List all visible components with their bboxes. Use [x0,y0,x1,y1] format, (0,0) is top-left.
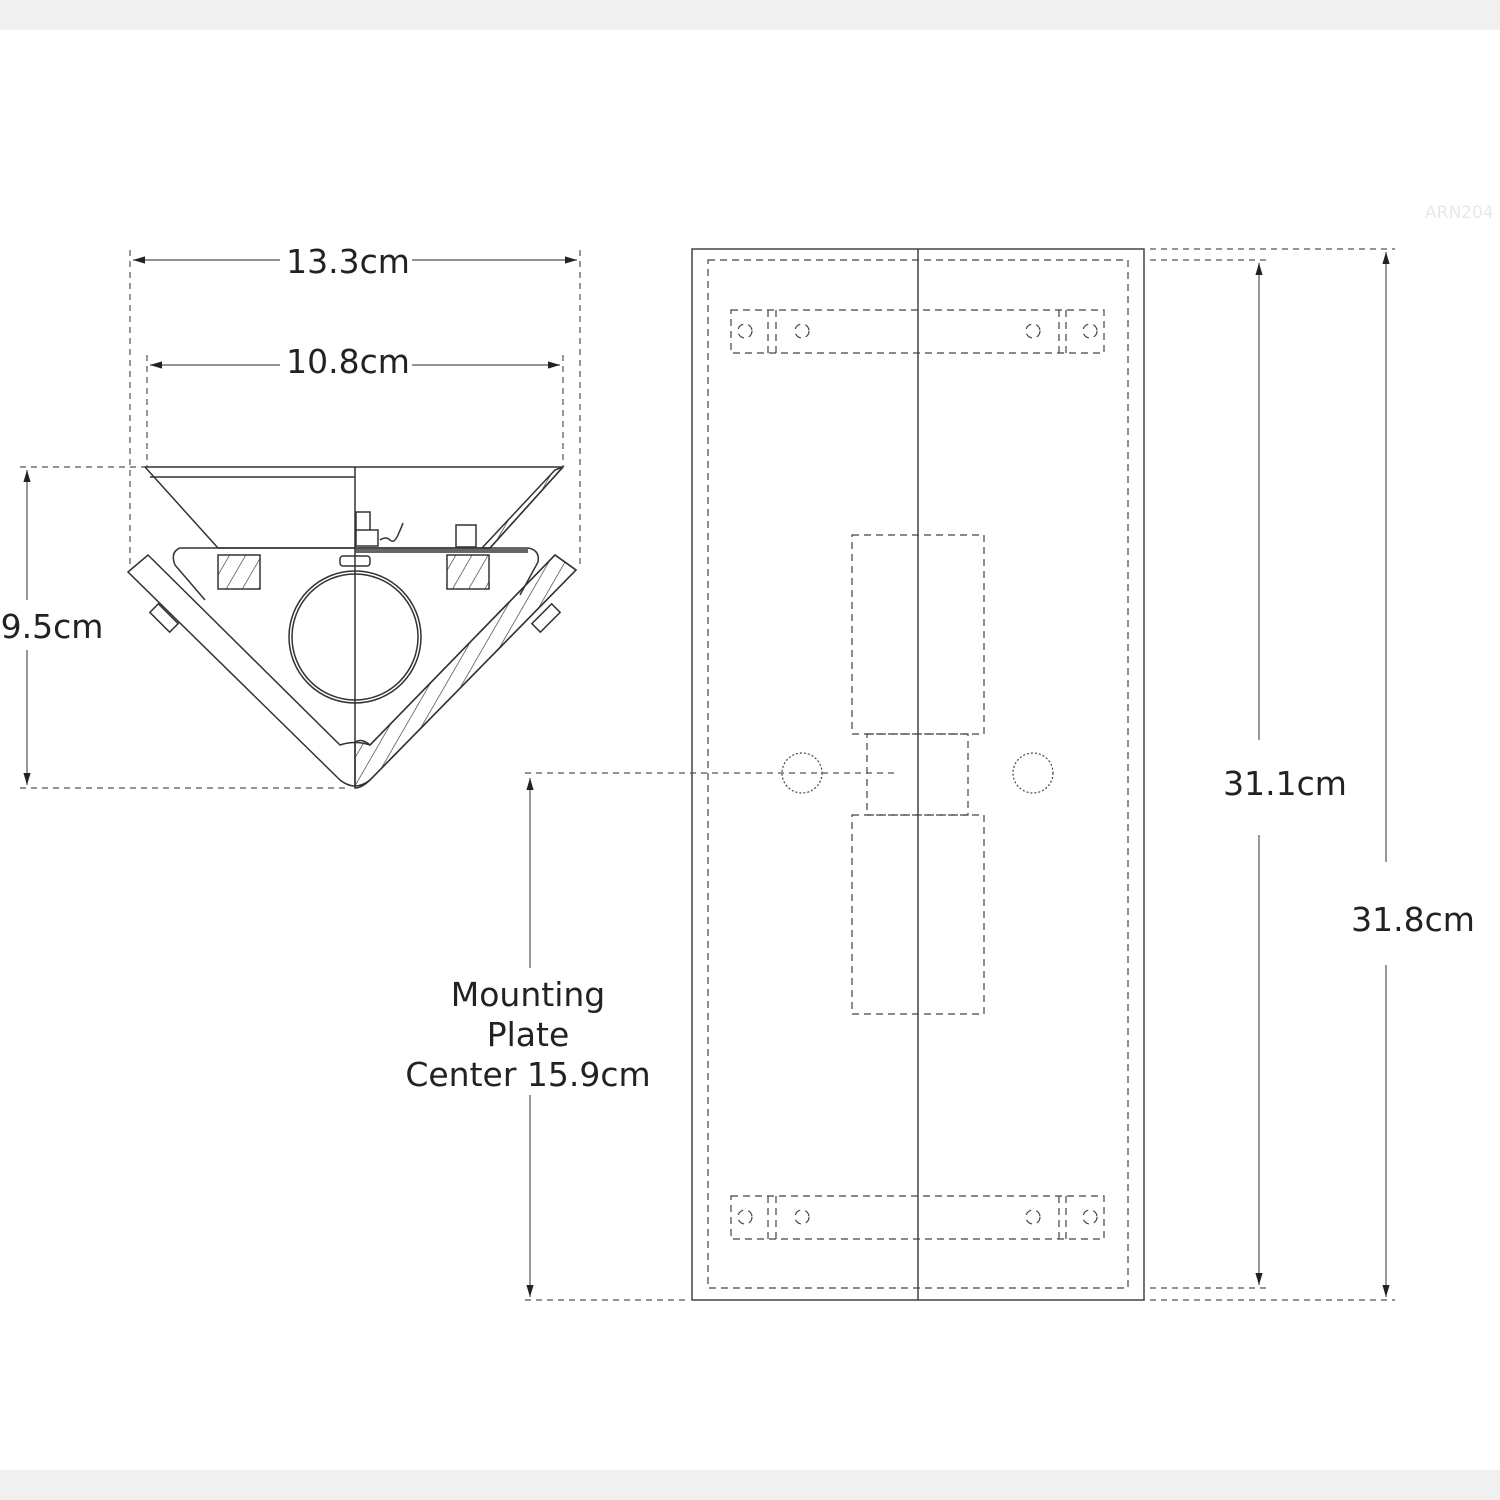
right-knob [446,554,490,590]
mounting-label-line3: Center 15.9cm [405,1055,650,1094]
front-dimension-lines [525,248,1395,1301]
inner-height-label: 31.1cm [1223,764,1347,803]
bottom-band [0,1470,1500,1500]
watermark-text: ARN204 [1425,203,1494,223]
side-dimension-lines [20,250,581,789]
depth-label: 9.5cm [1,607,104,646]
overall-height-label: 31.8cm [1351,900,1475,939]
top-band [0,0,1500,30]
side-view [126,466,578,789]
mounting-label-line2: Plate [487,1015,570,1054]
shade-width-label: 10.8cm [286,342,410,381]
overall-width-label: 13.3cm [286,242,410,281]
front-view [691,248,1145,1301]
left-knob [217,554,261,590]
mounting-label-line1: Mounting [451,975,605,1014]
right-screw-hole [1012,752,1054,794]
